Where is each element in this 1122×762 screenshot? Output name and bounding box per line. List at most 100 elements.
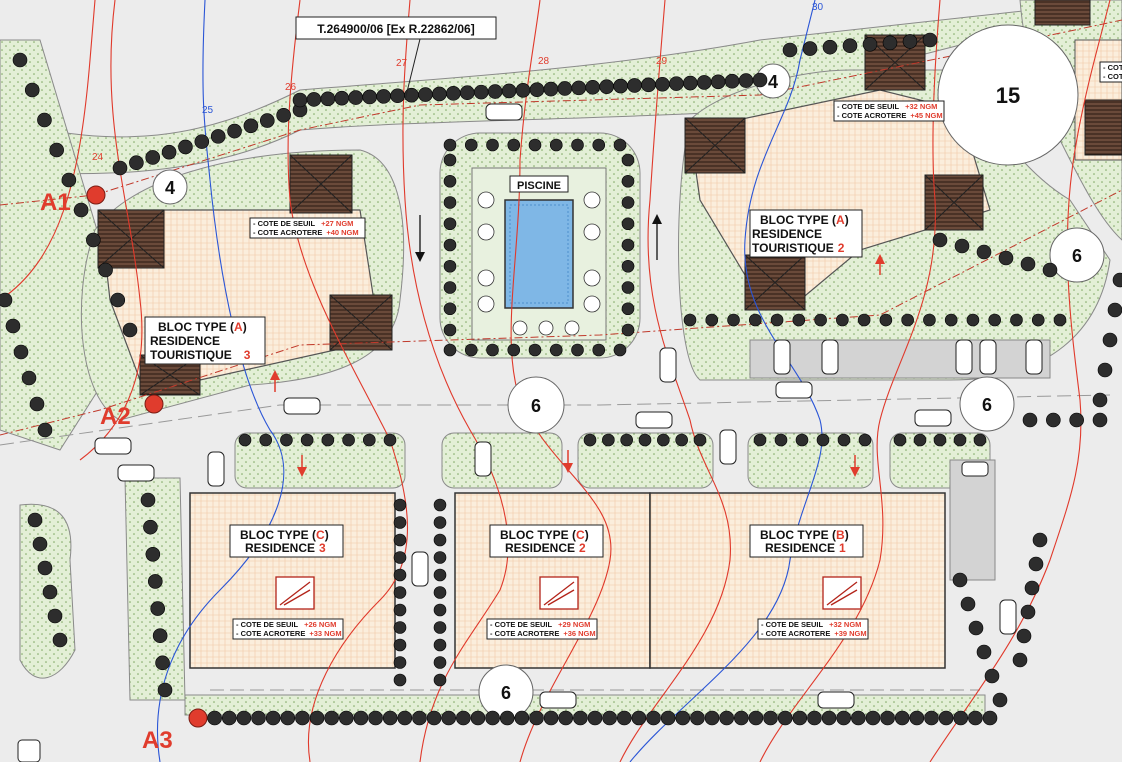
tree-icon bbox=[1012, 652, 1028, 668]
tree-icon bbox=[426, 710, 442, 726]
tree-icon bbox=[748, 313, 762, 327]
tree-icon bbox=[362, 89, 377, 105]
tree-icon bbox=[37, 422, 53, 438]
tree-icon bbox=[382, 710, 398, 726]
svg-text:- COTE DE SEUIL+32 NGM: - COTE DE SEUIL+32 NGM bbox=[837, 102, 937, 111]
pool-water[interactable] bbox=[504, 199, 574, 309]
tree-icon bbox=[433, 673, 447, 687]
tree-icon bbox=[933, 433, 947, 447]
b1-seuil-label: COTE DE SEUIL bbox=[766, 620, 824, 629]
svg-text:BLOC TYPE (B): BLOC TYPE (B) bbox=[760, 528, 849, 542]
tree-icon bbox=[592, 343, 606, 357]
survey-point-a2: A2 bbox=[100, 403, 131, 430]
a3-acro-val: +40 NGM bbox=[326, 228, 358, 237]
tree-icon bbox=[602, 433, 615, 447]
tree-icon bbox=[621, 302, 635, 316]
partial-label-line-1: COTE bbox=[1108, 63, 1122, 72]
pool-loungers bbox=[477, 191, 601, 336]
tree-icon bbox=[984, 668, 1000, 684]
tree-icon bbox=[321, 433, 335, 447]
tree-icon bbox=[1022, 412, 1038, 428]
stair-cores bbox=[275, 576, 862, 610]
partial-label-line-2: COTE bbox=[1108, 72, 1122, 81]
tree-icon bbox=[320, 91, 336, 107]
tree-icon bbox=[602, 710, 617, 726]
tree-icon bbox=[992, 692, 1008, 708]
tree-icon bbox=[953, 710, 969, 726]
a2-acro-val: +45 NGM bbox=[910, 111, 942, 120]
tree-icon bbox=[865, 710, 881, 726]
tree-icon bbox=[902, 34, 918, 49]
tree-icon bbox=[982, 710, 998, 726]
tree-icon bbox=[932, 232, 948, 248]
tree-icon bbox=[973, 433, 987, 447]
tree-icon bbox=[122, 322, 138, 338]
tree-icon bbox=[998, 250, 1014, 266]
tree-icon bbox=[393, 533, 407, 547]
tree-icon bbox=[499, 710, 515, 726]
planting-strip-3 bbox=[577, 432, 714, 489]
svg-text:- COTE ACROTERE+33 NGM: - COTE ACROTERE+33 NGM bbox=[236, 629, 342, 638]
tree-icon bbox=[620, 433, 633, 447]
tree-icon bbox=[543, 81, 559, 97]
contour-label-26: 26 bbox=[285, 82, 297, 93]
tree-icon bbox=[292, 92, 308, 108]
tree-icon bbox=[251, 710, 266, 726]
tree-icon bbox=[1053, 313, 1067, 327]
tree-icon bbox=[433, 498, 447, 512]
tree-icon bbox=[968, 620, 984, 636]
tree-icon bbox=[1092, 412, 1108, 428]
tree-icon bbox=[627, 78, 642, 93]
tree-icon bbox=[397, 710, 413, 726]
tree-icon bbox=[432, 86, 447, 102]
a3-seuil-val: +27 NGM bbox=[321, 219, 353, 228]
tree-icon bbox=[1020, 604, 1036, 620]
tree-icon bbox=[960, 596, 976, 612]
pyramid-roofs bbox=[97, 0, 1122, 396]
tree-icon bbox=[393, 603, 407, 617]
tree-icon bbox=[140, 492, 156, 508]
tree-icon bbox=[792, 710, 808, 726]
tree-icon bbox=[456, 710, 471, 726]
tree-icon bbox=[748, 710, 764, 726]
tree-icon bbox=[464, 138, 478, 152]
tree-icon bbox=[393, 586, 407, 599]
tree-icon bbox=[459, 85, 475, 101]
b1-acro-val: +39 NGM bbox=[834, 629, 866, 638]
tree-icon bbox=[514, 710, 530, 726]
c3-acro-label: COTE ACROTERE bbox=[241, 629, 306, 638]
tree-icon bbox=[464, 343, 478, 357]
tree-icon bbox=[529, 82, 545, 97]
tree-icon bbox=[443, 343, 457, 357]
pool-label-box bbox=[509, 175, 569, 193]
tree-icon bbox=[49, 142, 64, 158]
tree-icon bbox=[368, 710, 383, 726]
tree-icon bbox=[592, 138, 606, 152]
tree-icon bbox=[752, 72, 768, 88]
tree-icon bbox=[763, 710, 778, 726]
tree-icon bbox=[393, 568, 407, 582]
tree-icon bbox=[901, 313, 914, 327]
tree-icon bbox=[549, 138, 563, 152]
tree-icon bbox=[376, 89, 391, 104]
tree-icon bbox=[433, 568, 447, 582]
road-width-15: 15 bbox=[996, 83, 1020, 108]
tree-icon bbox=[976, 244, 992, 260]
tree-icon bbox=[501, 83, 517, 99]
tree-icon bbox=[145, 150, 161, 165]
a2-acro-label: COTE ACROTERE bbox=[842, 111, 907, 120]
tree-icon bbox=[587, 710, 603, 726]
parked-cars bbox=[17, 103, 1043, 762]
block-a2-num: 2 bbox=[838, 241, 845, 255]
tree-icon bbox=[98, 262, 113, 278]
tree-icon bbox=[259, 433, 273, 447]
tree-icon bbox=[621, 196, 635, 209]
tree-icon bbox=[836, 313, 849, 327]
block-a3-letter: A bbox=[234, 320, 243, 334]
tree-icon bbox=[638, 433, 652, 447]
tree-icon bbox=[816, 433, 830, 447]
parking-bays-b1 bbox=[949, 459, 996, 581]
title-reference-text: T.264900/06 [Ex R.22862/06] bbox=[317, 22, 474, 36]
